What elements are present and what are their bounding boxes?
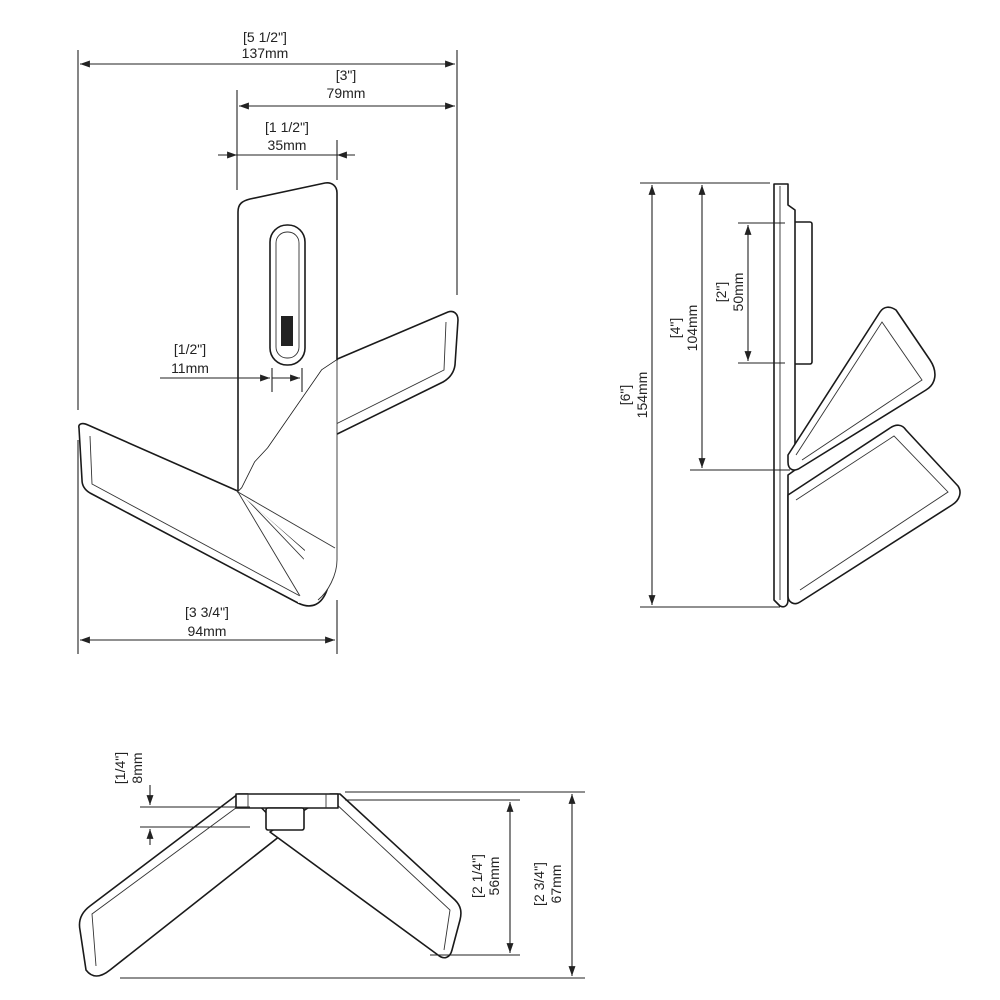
- dim-total-depth-imperial: [2 3/4"]: [531, 862, 547, 906]
- top-back-plate: [235, 793, 339, 809]
- side-upper-arm: [787, 306, 936, 471]
- dim-total-depth-metric: 67mm: [548, 865, 564, 904]
- side-back-plate: [773, 183, 796, 608]
- dim-base-width-imperial: [3 3/4"]: [185, 604, 229, 620]
- dim-base-width-metric: 94mm: [188, 623, 227, 639]
- dim-overall-height-imperial: [6"]: [617, 385, 633, 406]
- top-right-arm: [269, 793, 462, 959]
- dim-upper-height-imperial: [4"]: [667, 318, 683, 339]
- dim-slot-width-metric: 11mm: [171, 360, 209, 376]
- dim-plate-thickness-metric: 8mm: [129, 752, 145, 783]
- dim-plate-thickness-imperial: [1/4"]: [112, 752, 128, 784]
- top-left-arm: [78, 793, 286, 977]
- front-mounting-slot: [269, 224, 306, 366]
- dim-arm-depth-metric: 56mm: [486, 857, 502, 896]
- dim-mount-height-imperial: [2"]: [713, 282, 729, 303]
- dim-hook-reach-imperial: [3"]: [336, 67, 357, 83]
- dim-overall-width-imperial: [5 1/2"]: [243, 29, 287, 45]
- side-view: [6"] 154mm [4"] 104mm [2"] 50mm: [617, 182, 961, 608]
- dim-upper-height-metric: 104mm: [684, 305, 700, 352]
- top-mount-block: [265, 807, 305, 831]
- dim-plate-width-metric: 35mm: [268, 137, 307, 153]
- front-view: [5 1/2"] 137mm [3"] 79mm [1 1/2"] 35mm […: [77, 29, 459, 654]
- top-view: [1/4"] 8mm [2 1/4"] 56mm [2 3/4"] 67mm: [78, 752, 585, 979]
- dim-overall-width-metric: 137mm: [242, 45, 289, 61]
- dim-plate-width-imperial: [1 1/2"]: [265, 119, 309, 135]
- front-slot-screw: [281, 316, 293, 346]
- front-left-arm: [78, 422, 336, 607]
- dim-overall-height-metric: 154mm: [634, 372, 650, 419]
- dim-hook-reach-metric: 79mm: [327, 85, 366, 101]
- dim-arm-depth-imperial: [2 1/4"]: [469, 854, 485, 898]
- dim-slot-width-imperial: [1/2"]: [174, 341, 206, 357]
- front-lower-plate: [238, 360, 337, 603]
- dim-mount-height-metric: 50mm: [730, 273, 746, 312]
- side-lower-arm: [787, 424, 961, 605]
